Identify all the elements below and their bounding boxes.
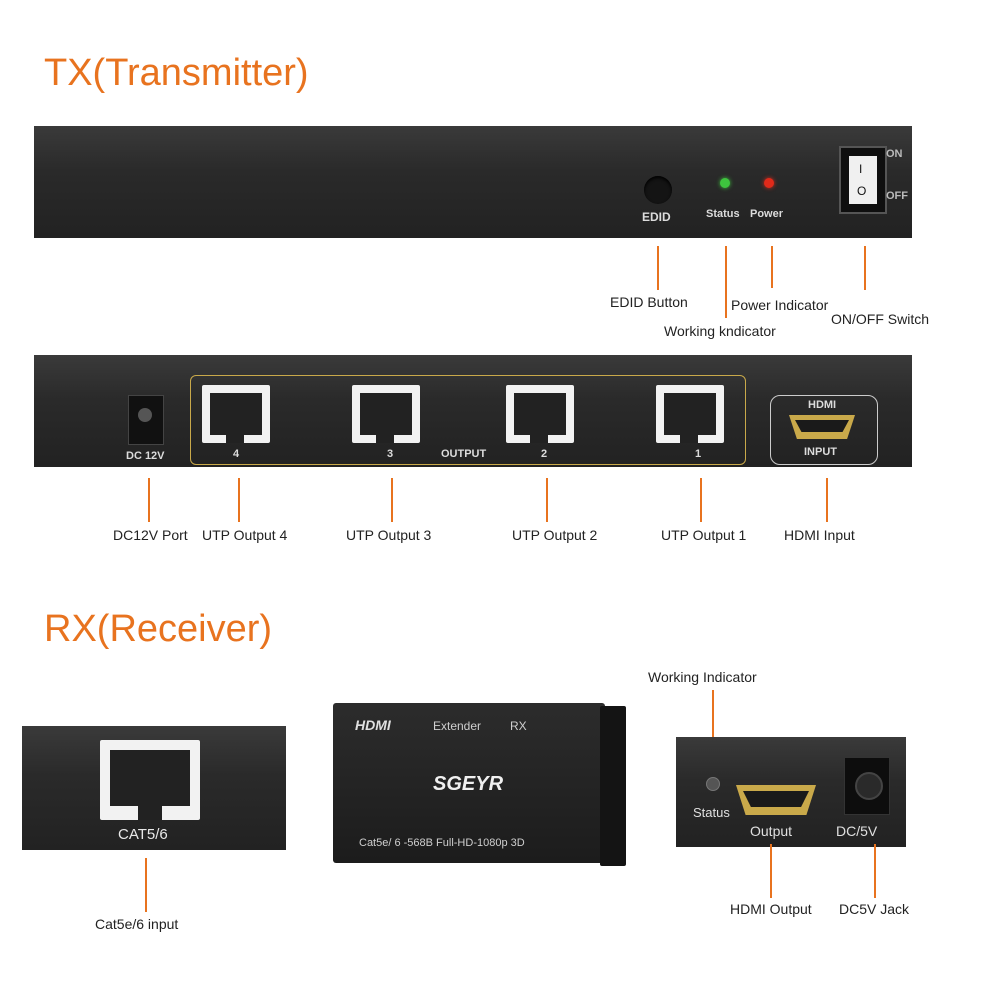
utp-output-1-callout: UTP Output 1: [661, 527, 747, 543]
cat56-port[interactable]: [100, 740, 200, 820]
input-label: INPUT: [804, 446, 837, 458]
power-indicator-callout: Power Indicator: [731, 297, 829, 313]
onoff-switch-callout: ON/OFF Switch: [831, 311, 930, 327]
rx-hdmi-output-slot: [743, 791, 809, 807]
working-indicator-callout: Working kndicator: [664, 323, 776, 339]
utp2-callout-line: [546, 478, 548, 522]
switch-on-glyph: I: [859, 162, 863, 176]
edid-label: EDID: [642, 210, 671, 224]
rx-heading: RX(Receiver): [44, 608, 273, 650]
power-label: Power: [750, 208, 784, 220]
utp3-callout-line: [391, 478, 393, 522]
utp-port-4[interactable]: [202, 385, 270, 443]
rx-dc5v-jack-hole: [855, 772, 883, 800]
switch-off-glyph: O: [857, 184, 867, 198]
utp1-callout-line: [700, 478, 702, 522]
hdmi-output-callout-line: [770, 844, 772, 898]
edid-button-callout: EDID Button: [610, 294, 688, 310]
dc-jack[interactable]: [128, 395, 164, 445]
rx-hdmi-output-port[interactable]: [736, 785, 816, 815]
hdmi-input-slot: [795, 420, 849, 432]
cat56-label: CAT5/6: [118, 826, 168, 843]
edid-callout-line: [657, 246, 659, 290]
switch-rocker: I O: [849, 156, 877, 204]
dc-label: DC 12V: [126, 450, 165, 462]
port1-label: 1: [695, 448, 702, 460]
rx-output-panel: Status Output DC/5V: [676, 737, 906, 847]
rx-box-hdmi: HDMI: [355, 717, 391, 733]
rx-status-label: Status: [693, 805, 730, 820]
dc5v-jack-callout: DC5V Jack: [839, 901, 910, 917]
dc-callout-line: [148, 478, 150, 522]
rx-box-end-cap: [600, 706, 626, 866]
port3-label: 3: [387, 448, 394, 460]
port2-label: 2: [541, 448, 548, 460]
rx-box: HDMI Extender RX SGEYR Cat5e/ 6 -568B Fu…: [333, 703, 605, 863]
rx-box-rx: RX: [510, 719, 527, 733]
port4-label: 4: [233, 448, 240, 460]
tx-front-panel: EDID Status Power I O ON OFF: [34, 126, 912, 238]
rx-cat-panel: CAT5/6: [22, 726, 286, 850]
rx-status-led: [706, 777, 720, 791]
rx-box-brand: SGEYR: [433, 773, 504, 795]
hdmi-output-callout: HDMI Output: [730, 901, 812, 917]
utp-output-4-callout: UTP Output 4: [202, 527, 288, 543]
utp-port-3[interactable]: [352, 385, 420, 443]
hdmi-input-frame: [770, 395, 878, 465]
rx-box-spec: Cat5e/ 6 -568B Full-HD-1080p 3D: [359, 837, 525, 849]
utp-output-3-callout: UTP Output 3: [346, 527, 432, 543]
utp-output-2-callout: UTP Output 2: [512, 527, 598, 543]
status-label: Status: [706, 208, 740, 220]
hdmi-input-callout-line: [826, 478, 828, 522]
switch-callout-line: [864, 246, 866, 290]
hdmi-label: HDMI: [808, 399, 837, 411]
rx-box-extender: Extender: [433, 719, 482, 733]
working-callout-line: [725, 246, 727, 318]
off-label: OFF: [886, 190, 908, 202]
dc5v-jack-callout-line: [874, 844, 876, 898]
tx-heading: TX(Transmitter): [44, 52, 309, 94]
cat56-callout-line: [145, 858, 147, 912]
tx-rear-panel: DC 12V 4 3 OUTPUT 2 1 HDMI INPUT: [34, 355, 912, 467]
output-frame: [190, 375, 746, 465]
rx-output-label: Output: [750, 823, 793, 839]
utp-port-1[interactable]: [656, 385, 724, 443]
output-label: OUTPUT: [441, 448, 487, 460]
hdmi-input-callout: HDMI Input: [784, 527, 855, 543]
onoff-switch[interactable]: I O: [839, 146, 887, 214]
dc12v-port-callout: DC12V Port: [113, 527, 188, 543]
working-indicator-callout: Working Indicator: [648, 669, 757, 685]
on-label: ON: [886, 148, 903, 160]
edid-button[interactable]: [644, 176, 672, 204]
status-led: [720, 178, 730, 188]
cat5e6-input-callout: Cat5e/6 input: [95, 916, 179, 932]
utp-port-2[interactable]: [506, 385, 574, 443]
rx-dc-label: DC/5V: [836, 823, 878, 839]
power-callout-line: [771, 246, 773, 288]
utp4-callout-line: [238, 478, 240, 522]
rx-dc5v-jack[interactable]: [844, 757, 890, 815]
hdmi-input-port[interactable]: [789, 415, 855, 439]
power-led: [764, 178, 774, 188]
working-indicator-callout-line: [712, 690, 714, 762]
dc-jack-hole: [138, 408, 152, 422]
